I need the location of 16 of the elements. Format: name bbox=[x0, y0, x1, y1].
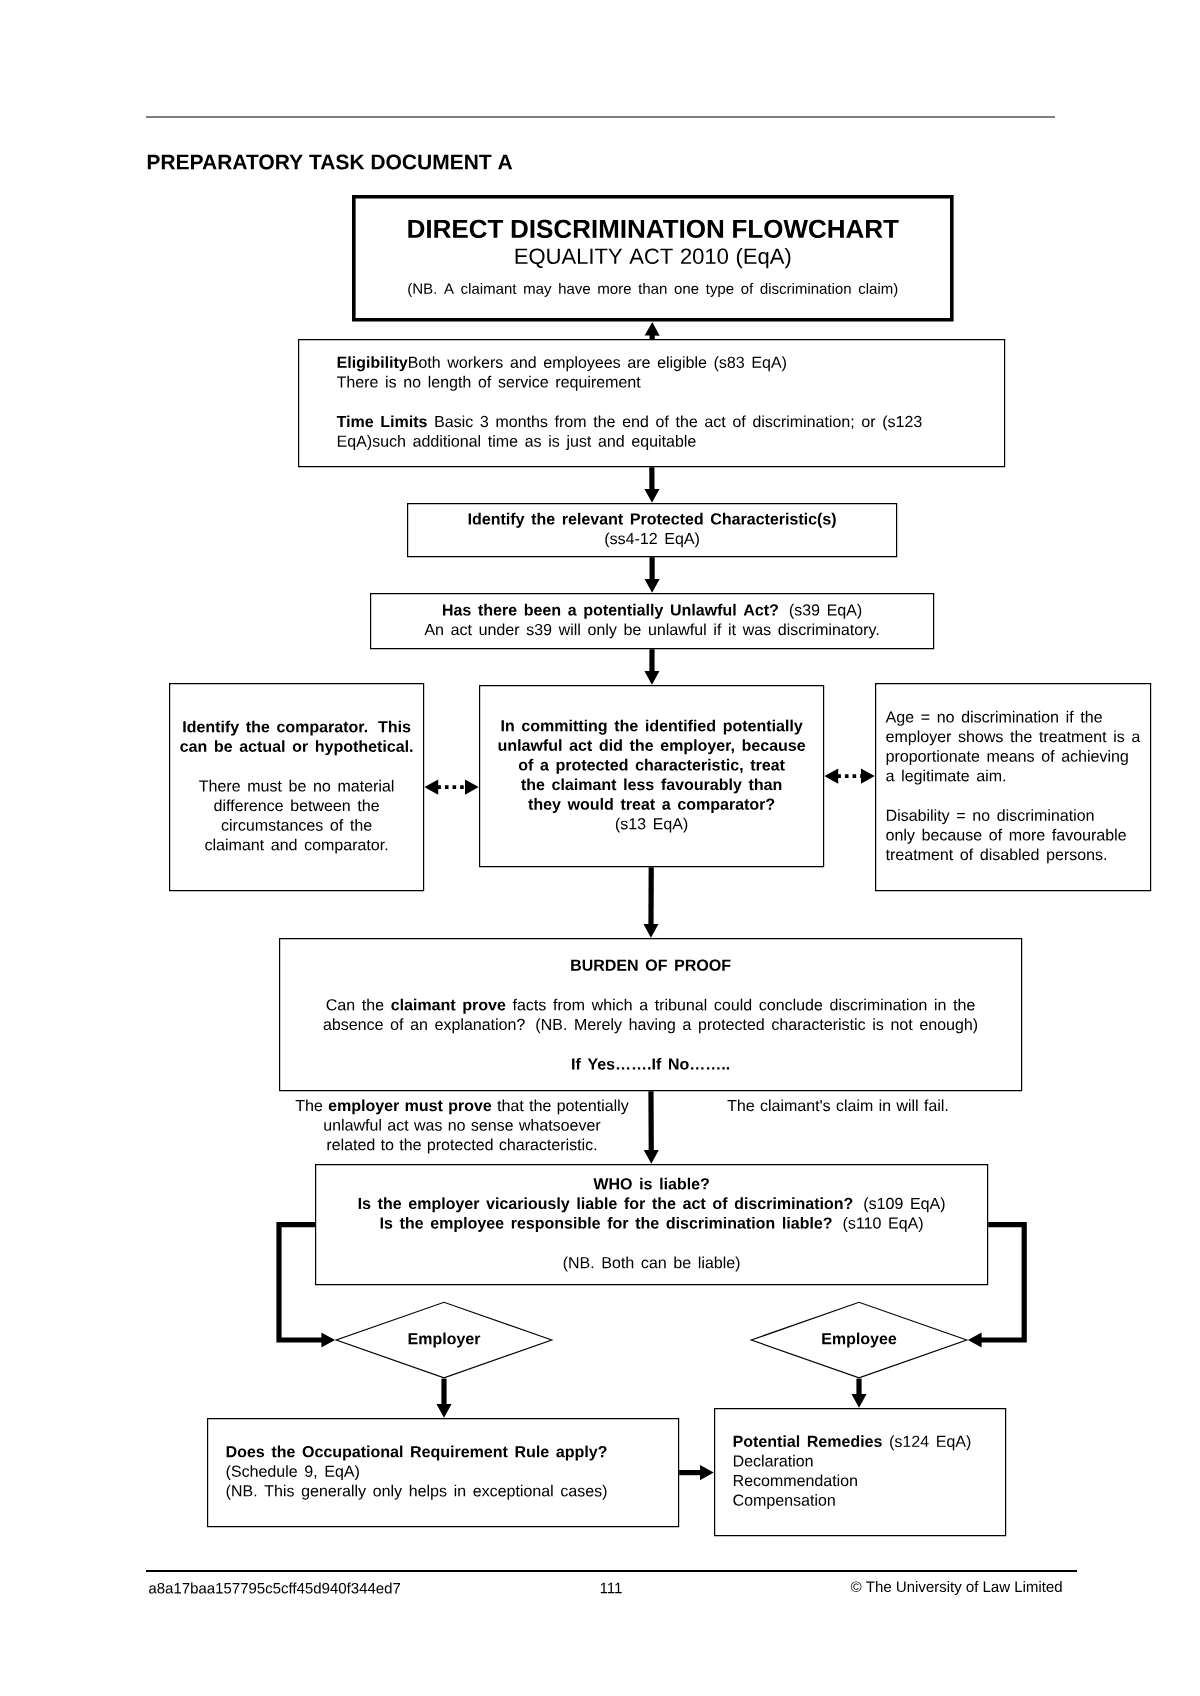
process-box: Identify the relevant Protected Characteristic(s) (ss4-12 EqA) bbox=[407, 503, 898, 558]
process-box: WHO is liable? Is the employer vicariously liable for the act of discrimination? (s109 EqA) Is the employee responsible for the discrimination liable? (s110 EqA) (NB. Both can be liable) bbox=[315, 1164, 989, 1286]
process-box: In committing the identified potentially unlawful act did the employer, because of a protected characteristic, treat the claimant less favourably than they would treat a comparator? (s13 EqA) bbox=[479, 685, 825, 868]
footer-text: a8a17baa157795c5cff45d940f344ed7 bbox=[149, 1582, 401, 1594]
process-box: BURDEN OF PROOF Can the claimant prove facts from which a tribunal could conclude discrimination in the absence of an explanation? (NB. Merely having a protected characteristic is not enough) If Yes…….If No…….. bbox=[279, 938, 1023, 1092]
process-box: Age = no discrimination if the employer shows the treatment is a proportionate means of achieving a legitimate aim. Disability = no discrimination only because of more favourable treatment of disabled persons. bbox=[875, 683, 1152, 892]
heading: PREPARATORY TASK DOCUMENT A bbox=[147, 154, 513, 170]
process-box: Identify the comparator. This can be actual or hypothetical. There must be no material difference between the circumstances of the claimant and comparator. bbox=[169, 683, 425, 892]
footer-text: © The University of Law Limited bbox=[850, 1581, 1062, 1595]
note-text: The employer must prove that the potentially unlawful act was no sense whatsoever related to the protected characteristic. bbox=[295, 1099, 629, 1154]
process-box: Does the Occupational Requirement Rule apply? (Schedule 9, EqA) (NB. This generally only helps in exceptional cases) bbox=[207, 1418, 680, 1528]
process-box: Potential Remedies (s124 EqA) Declaration Recommendation Compensation bbox=[714, 1408, 1007, 1537]
page-number: 111 bbox=[600, 1582, 622, 1594]
process-box: EligibilityBoth workers and employees are eligible (s83 EqA) There is no length of service requirement Time Limits Basic 3 months from the end of the act of discrimination; or (s123 EqA)such additional time as is just and equitable bbox=[298, 339, 1006, 468]
process-box: Has there been a potentially Unlawful Act? (s39 EqA) An act under s39 will only be unlawful if it was discriminatory. bbox=[370, 593, 935, 650]
process-box: DIRECT DISCRIMINATION FLOWCHART EQUALITY ACT 2010 (EqA) (NB. A claimant may have more than one type of discrimination claim) bbox=[352, 195, 954, 322]
